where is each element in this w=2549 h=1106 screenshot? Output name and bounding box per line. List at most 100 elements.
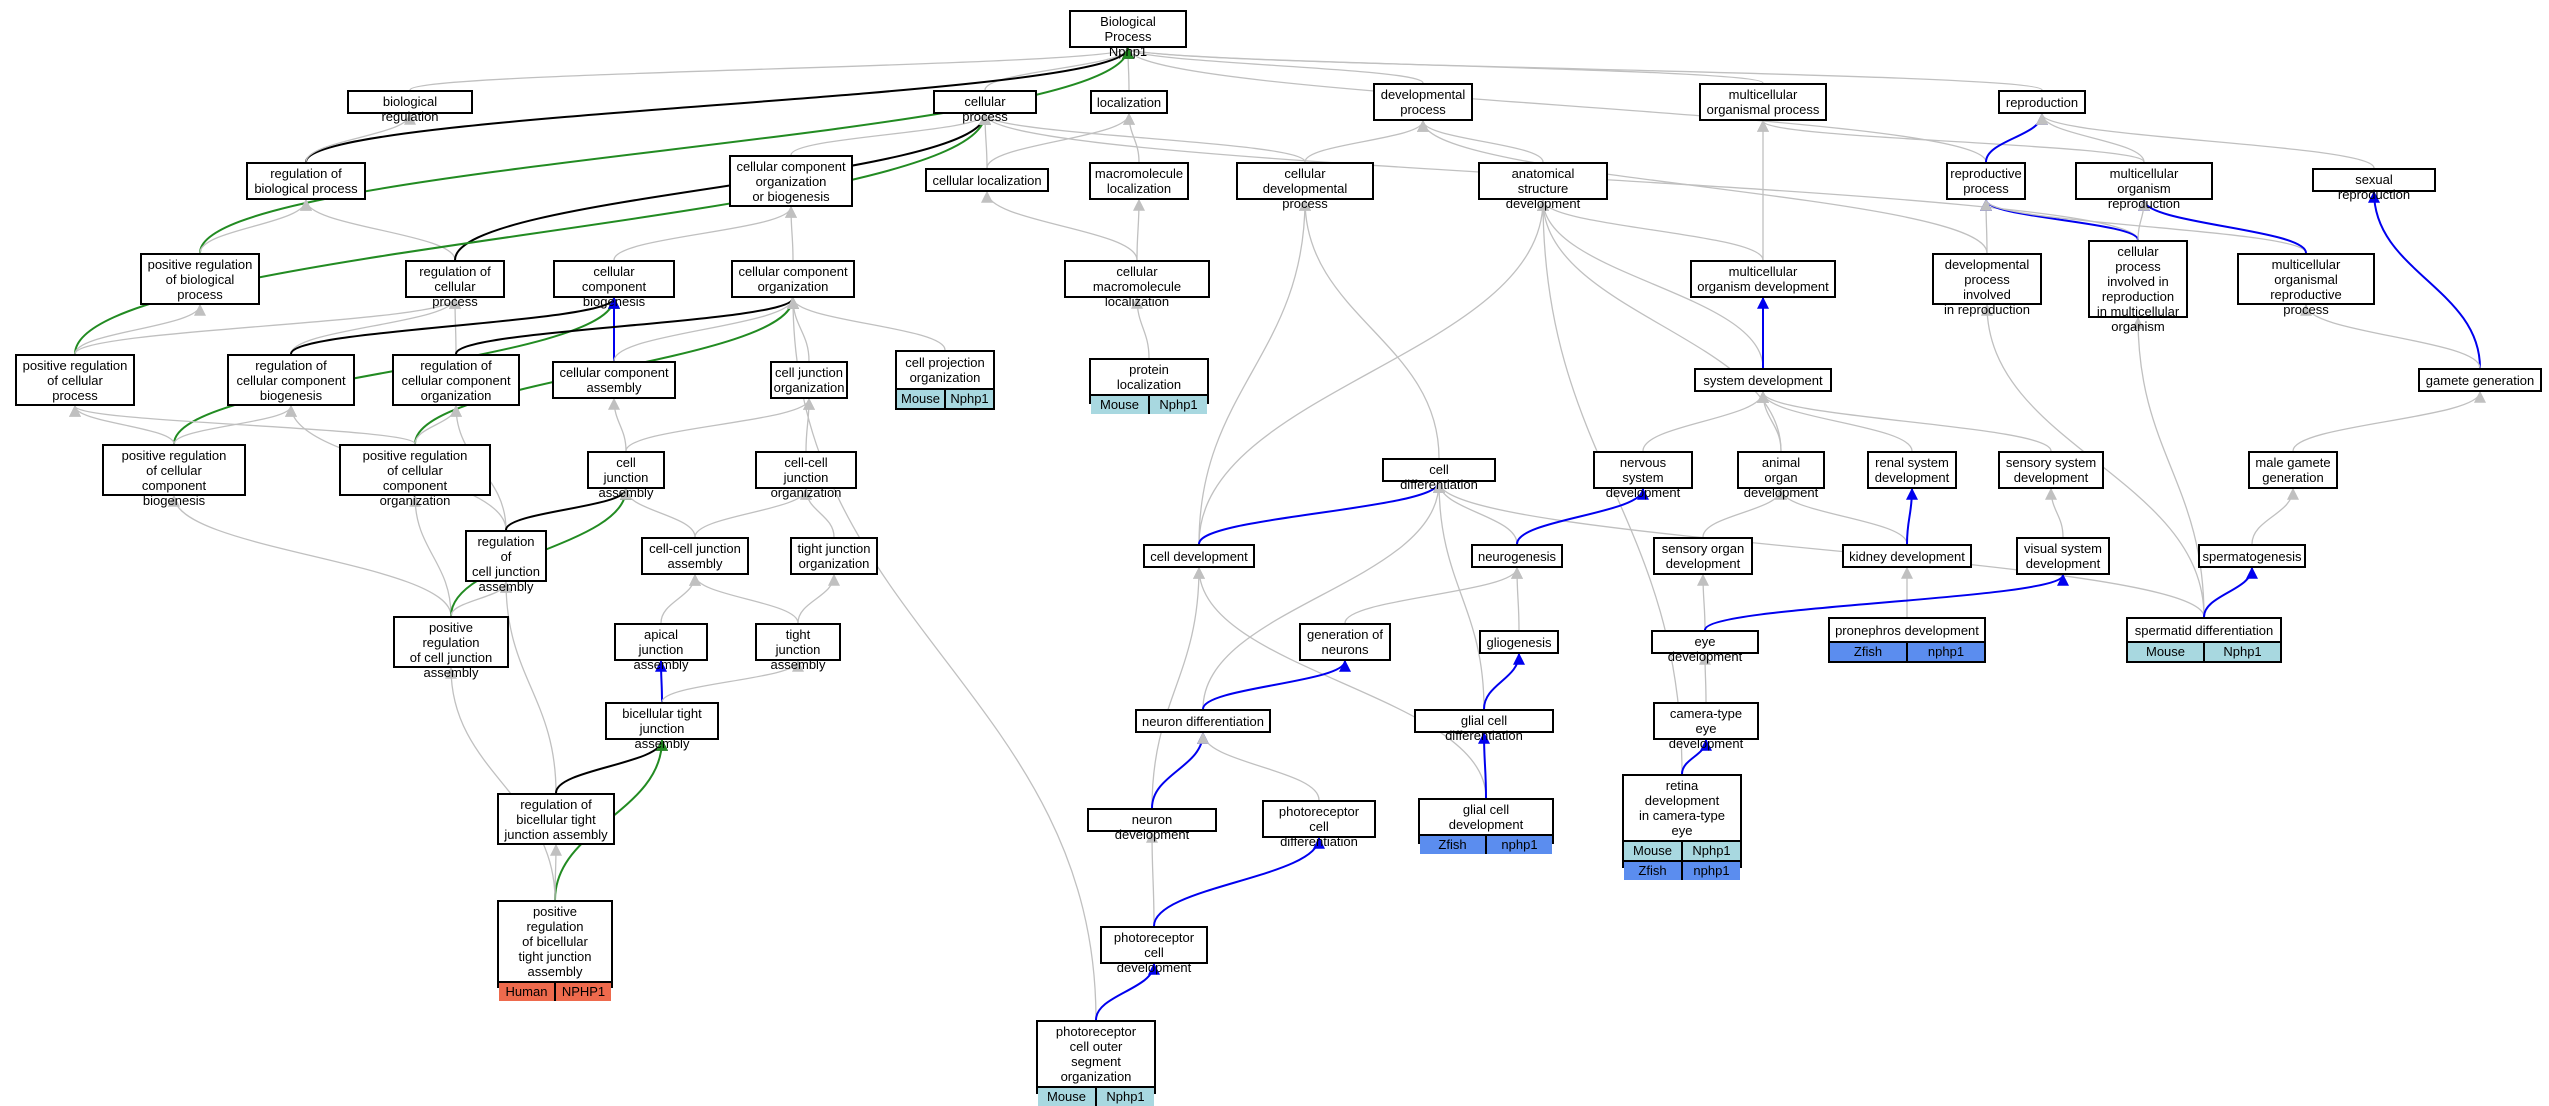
go-term-node[interactable]: animal organ development (1737, 451, 1825, 500)
go-term-node[interactable]: positive regulation of biological proces… (140, 253, 260, 305)
go-term-node[interactable]: kidney development (1842, 544, 1972, 568)
go-term-node[interactable]: gamete generation (2418, 368, 2542, 392)
go-term-node[interactable]: neurogenesis (1471, 544, 1563, 568)
go-term-node[interactable]: cell junction assembly (587, 451, 665, 500)
go-term-node[interactable]: renal system development (1867, 451, 1957, 489)
go-term-node[interactable]: male gamete generation (2248, 451, 2338, 489)
go-term-node[interactable]: multicellular organism development (1690, 260, 1836, 298)
go-term-node[interactable]: system development (1694, 368, 1832, 392)
go-term-node[interactable]: bicellular tight junction assembly (605, 702, 719, 751)
go-term-label: gamete generation (2425, 372, 2535, 388)
go-term-node[interactable]: apical junction assembly (614, 623, 708, 672)
go-term-label: cellular component organization (738, 264, 848, 294)
go-term-node[interactable]: gliogenesis (1479, 630, 1559, 654)
annotation-gene: nphp1 (1485, 836, 1552, 854)
go-term-node[interactable]: sensory organ development (1653, 537, 1753, 575)
edge-is-a (168, 494, 452, 617)
go-term-node[interactable]: generation of neurons (1299, 623, 1391, 661)
go-term-node[interactable]: positive regulation of cellular process (15, 354, 135, 406)
go-term-node[interactable]: cellular macromolecule localization (1064, 260, 1210, 309)
go-term-node[interactable]: photoreceptor cell outer segment organiz… (1036, 1020, 1156, 1106)
go-term-node[interactable]: anatomical structure development (1478, 162, 1608, 211)
go-term-node[interactable]: cell differentiation (1382, 458, 1496, 492)
go-term-node[interactable]: sexual reproduction (2312, 168, 2436, 202)
edge-is-a (1122, 46, 1764, 84)
go-term-node[interactable]: reproductive process (1946, 162, 2026, 200)
edge-is-a (1304, 119, 1429, 163)
go-term-node[interactable]: multicellular organismal reproductive pr… (2237, 253, 2375, 317)
edge-is-a (69, 404, 416, 445)
go-term-node[interactable]: multicellular organismal process (1699, 83, 1827, 121)
edge-is-a (445, 666, 556, 901)
go-term-node[interactable]: regulation of cellular component biogene… (227, 354, 355, 406)
go-term-node[interactable]: camera-type eye development (1653, 702, 1759, 751)
go-term-node[interactable]: cell-cell junction assembly (641, 537, 749, 575)
go-term-node[interactable]: macromolecule localization (1089, 162, 1189, 200)
go-term-node[interactable]: developmental process (1373, 83, 1473, 121)
go-term-node[interactable]: glial cell differentiation (1414, 709, 1554, 743)
go-term-label: positive regulation of biological proces… (147, 257, 253, 302)
go-term-node[interactable]: cellular component biogenesis (553, 260, 675, 309)
go-term-node[interactable]: positive regulation of cellular componen… (339, 444, 491, 508)
go-term-node[interactable]: sensory system development (1998, 451, 2104, 489)
go-term-node[interactable]: regulation of cell junction assembly (465, 530, 547, 594)
go-term-node[interactable]: nervous system development (1593, 451, 1693, 500)
go-term-node[interactable]: eye development (1651, 630, 1759, 664)
go-term-node[interactable]: Biological Process Nphp1 (1069, 10, 1187, 59)
go-term-node[interactable]: tight junction assembly (755, 623, 841, 672)
go-term-node[interactable]: neuron differentiation (1135, 709, 1271, 733)
go-term-node[interactable]: multicellular organism reproduction (2075, 162, 2213, 211)
go-term-node[interactable]: regulation of biological process (246, 162, 366, 200)
go-term-node[interactable]: cellular component organization or bioge… (729, 155, 853, 207)
edge-part-of (1483, 652, 1525, 710)
go-term-node[interactable]: regulation of cellular component organiz… (392, 354, 520, 406)
go-term-node[interactable]: cell junction organization (770, 361, 848, 399)
go-term-node[interactable]: cell-cell junction organization (755, 451, 857, 500)
go-term-label: apical junction assembly (633, 627, 689, 672)
go-term-node[interactable]: developmental process involved in reprod… (1932, 253, 2042, 317)
go-term-node[interactable]: localization (1090, 90, 1168, 114)
go-term-label: multicellular organismal reproductive pr… (2270, 257, 2342, 317)
go-term-node[interactable]: positive regulation of cell junction ass… (393, 616, 509, 680)
go-term-node[interactable]: cell development (1143, 544, 1255, 568)
go-term-node[interactable]: cellular component organization (731, 260, 855, 298)
go-term-node[interactable]: positive regulation of cellular componen… (102, 444, 246, 508)
go-term-label: glial cell differentiation (1445, 713, 1523, 743)
go-term-node[interactable]: tight junction organization (790, 537, 878, 575)
go-term-node[interactable]: photoreceptor cell development (1100, 926, 1208, 975)
go-term-node[interactable]: spermatogenesis (2198, 544, 2306, 568)
go-term-label: regulation of cellular process (419, 264, 491, 309)
go-term-label: cell projection organization (905, 355, 985, 385)
go-term-node[interactable]: regulation of cellular process (405, 260, 505, 309)
go-term-node[interactable]: photoreceptor cell differentiation (1262, 800, 1376, 849)
edge-is-a (414, 404, 462, 445)
go-term-node[interactable]: regulation of bicellular tight junction … (497, 793, 615, 845)
go-term-label: kidney development (1849, 548, 1965, 564)
edge-is-a (1537, 198, 1782, 452)
go-term-label: retina development in camera-type eye (1639, 778, 1725, 838)
go-term-node[interactable]: biological regulation (347, 90, 473, 124)
go-term-node[interactable]: neuron development (1087, 808, 1217, 842)
go-term-node[interactable]: visual system development (2016, 537, 2110, 575)
go-term-label: regulation of cellular component biogene… (236, 358, 346, 403)
go-term-label: eye development (1667, 634, 1743, 664)
edge-is-a (1980, 198, 1993, 254)
go-term-label: positive regulation of cellular componen… (362, 448, 468, 508)
edge-is-a (1344, 566, 1523, 624)
go-term-node[interactable]: reproduction (1998, 90, 2086, 114)
go-term-node[interactable]: cellular process (933, 90, 1037, 124)
go-term-node[interactable]: positive regulation of bicellular tight … (497, 900, 613, 1001)
go-term-node[interactable]: cellular component assembly (552, 361, 676, 399)
go-term-node[interactable]: cellular process involved in reproductio… (2088, 240, 2188, 334)
annotation-species: Zfish (1830, 643, 1906, 661)
go-term-node[interactable]: cellular developmental process (1236, 162, 1374, 211)
go-term-node[interactable]: cellular localization (925, 168, 1049, 192)
edge-regulates (454, 112, 991, 261)
